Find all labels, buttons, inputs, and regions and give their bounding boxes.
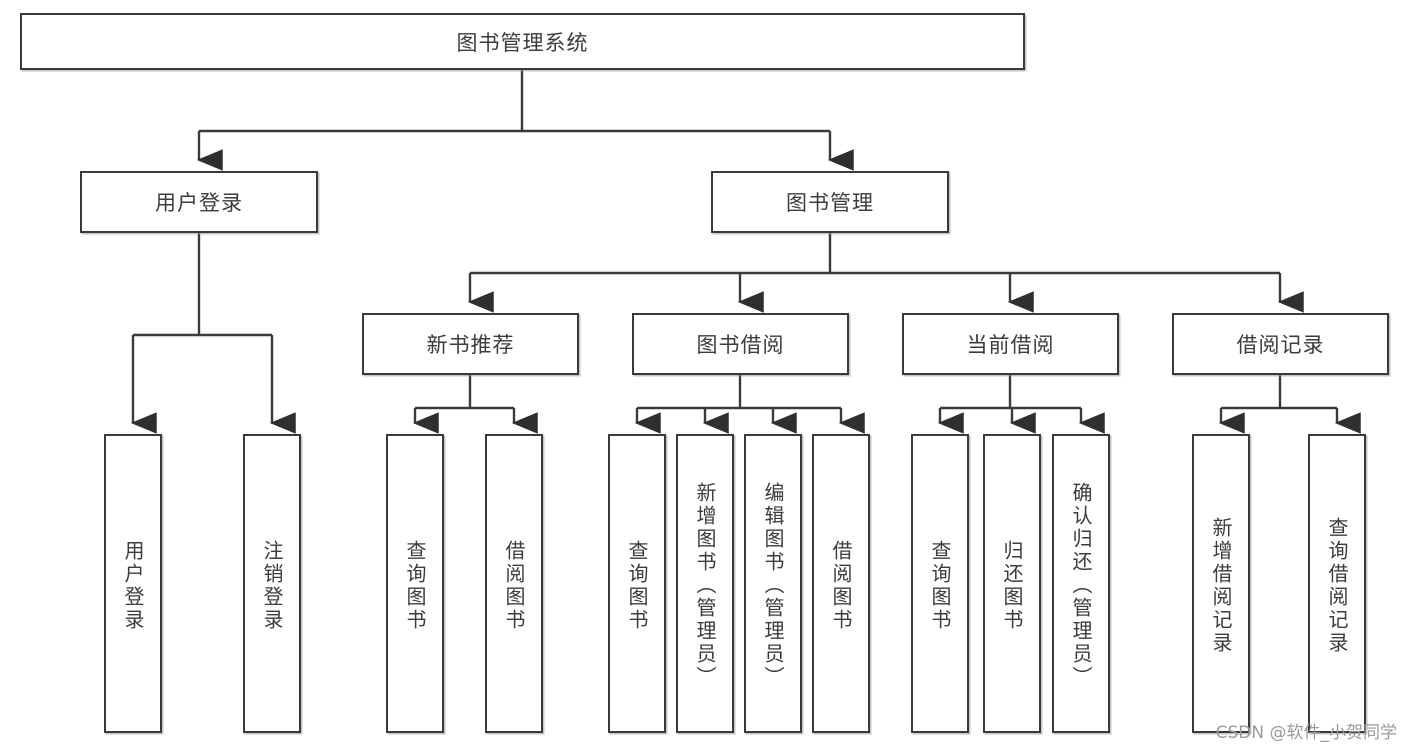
- node-root-label: 图书管理系统: [456, 30, 589, 55]
- node-leaf-query-book-rec-label: 查询图书: [403, 539, 427, 632]
- node-leaf-query-record-label: 查询借阅记录: [1325, 516, 1349, 655]
- node-leaf-borrow-book-rec[interactable]: 借阅图书: [485, 434, 543, 733]
- node-leaf-query-book-borrow[interactable]: 查询图书: [608, 434, 666, 733]
- node-borrow-record-label: 借阅记录: [1236, 333, 1325, 357]
- node-leaf-confirm-return[interactable]: 确认归还（管理员）: [1052, 434, 1110, 733]
- node-book-borrow-label: 图书借阅: [696, 333, 785, 357]
- node-leaf-query-record[interactable]: 查询借阅记录: [1308, 434, 1366, 733]
- node-leaf-user-logout[interactable]: 注销登录: [243, 434, 301, 733]
- node-new-book-recommend-label: 新书推荐: [426, 333, 515, 357]
- node-leaf-return-book[interactable]: 归还图书: [983, 434, 1041, 733]
- node-user-login-label: 用户登录: [155, 191, 243, 215]
- node-borrow-record[interactable]: 借阅记录: [1172, 313, 1389, 375]
- node-leaf-edit-book-label: 编辑图书（管理员）: [761, 482, 785, 689]
- node-book-management[interactable]: 图书管理: [711, 171, 949, 233]
- node-root[interactable]: 图书管理系统: [20, 13, 1025, 70]
- node-leaf-borrow-book-rec-label: 借阅图书: [502, 539, 526, 632]
- node-leaf-borrow-book-label: 借阅图书: [829, 539, 853, 632]
- node-leaf-edit-book[interactable]: 编辑图书（管理员）: [744, 434, 802, 733]
- node-leaf-user-logout-label: 注销登录: [260, 539, 284, 632]
- node-leaf-query-book-cur[interactable]: 查询图书: [911, 434, 969, 733]
- node-leaf-return-book-label: 归还图书: [1000, 539, 1024, 632]
- node-book-borrow[interactable]: 图书借阅: [632, 313, 849, 375]
- node-current-borrow[interactable]: 当前借阅: [902, 313, 1119, 375]
- node-leaf-user-login[interactable]: 用户登录: [104, 434, 162, 733]
- node-leaf-query-book-rec[interactable]: 查询图书: [386, 434, 444, 733]
- node-leaf-confirm-return-label: 确认归还（管理员）: [1069, 482, 1093, 689]
- node-leaf-add-record-label: 新增借阅记录: [1209, 516, 1233, 655]
- node-book-management-label: 图书管理: [786, 191, 874, 215]
- node-leaf-query-book-cur-label: 查询图书: [928, 539, 952, 632]
- node-leaf-user-login-label: 用户登录: [121, 539, 145, 632]
- node-leaf-add-book-label: 新增图书（管理员）: [693, 482, 717, 689]
- node-leaf-add-record[interactable]: 新增借阅记录: [1192, 434, 1250, 733]
- node-leaf-add-book[interactable]: 新增图书（管理员）: [676, 434, 734, 733]
- node-leaf-borrow-book[interactable]: 借阅图书: [812, 434, 870, 733]
- node-user-login[interactable]: 用户登录: [80, 171, 318, 233]
- node-leaf-query-book-borrow-label: 查询图书: [625, 539, 649, 632]
- node-current-borrow-label: 当前借阅: [966, 333, 1055, 357]
- node-new-book-recommend[interactable]: 新书推荐: [362, 313, 579, 375]
